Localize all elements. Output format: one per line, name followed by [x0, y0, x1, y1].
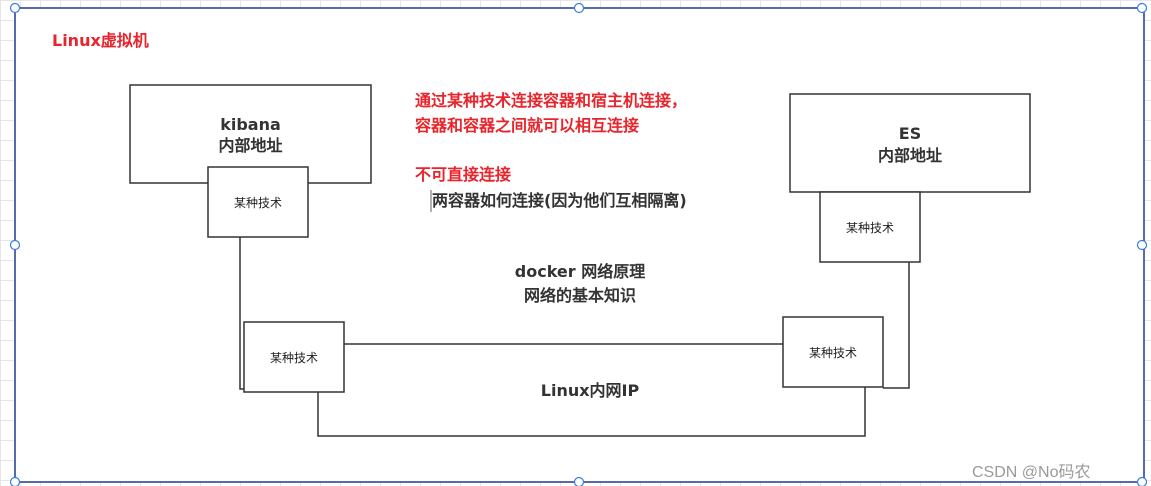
bottom-lan-line[interactable] — [317, 387, 866, 437]
es-to-right-tech-line[interactable] — [883, 262, 910, 389]
note-red-line2: 容器和容器之间就可以相互连接 — [415, 116, 640, 135]
handle-middle-right[interactable] — [1136, 239, 1148, 251]
es-tech-box[interactable] — [819, 191, 921, 263]
kibana-tech-box[interactable] — [207, 166, 309, 238]
handle-top-center[interactable] — [573, 2, 585, 14]
right-tech-label: 某种技术 — [808, 346, 857, 360]
watermark: CSDN @No码农 — [972, 464, 1091, 481]
question-text: 两容器如何连接(因为他们互相隔离) — [432, 191, 687, 210]
handle-middle-left[interactable] — [9, 239, 21, 251]
note-no-direct: 不可直接连接 — [415, 165, 512, 184]
selection-handles — [9, 2, 1148, 486]
es-sub: 内部地址 — [877, 146, 942, 165]
frame-title: Linux虚拟机 — [52, 31, 149, 50]
kibana-tech-label: 某种技术 — [233, 196, 282, 210]
left-tech-label: 某种技术 — [269, 351, 318, 365]
note-red-line1: 通过某种技术连接容器和宿主机连接， — [415, 91, 688, 110]
connectors — [239, 237, 910, 437]
es-container-box[interactable] — [789, 93, 1031, 193]
es-name: ES — [898, 124, 922, 143]
handle-bottom-center[interactable] — [573, 476, 585, 486]
left-tech-box[interactable] — [243, 321, 345, 393]
linux-lan-label: Linux内网IP — [540, 381, 640, 400]
es-tech-label: 某种技术 — [845, 221, 894, 235]
kibana-sub: 内部地址 — [218, 136, 283, 155]
right-tech-box[interactable] — [782, 316, 884, 388]
handle-bottom-left[interactable] — [9, 476, 21, 486]
docker-net-line1: docker 网络原理 — [514, 262, 646, 281]
linux-vm-frame[interactable] — [14, 7, 1145, 483]
docker-net-line2: 网络的基本知识 — [523, 286, 636, 305]
kibana-name: kibana — [220, 115, 281, 134]
handle-bottom-right[interactable] — [1136, 476, 1148, 486]
handle-top-left[interactable] — [9, 2, 21, 14]
handle-top-right[interactable] — [1136, 2, 1148, 14]
